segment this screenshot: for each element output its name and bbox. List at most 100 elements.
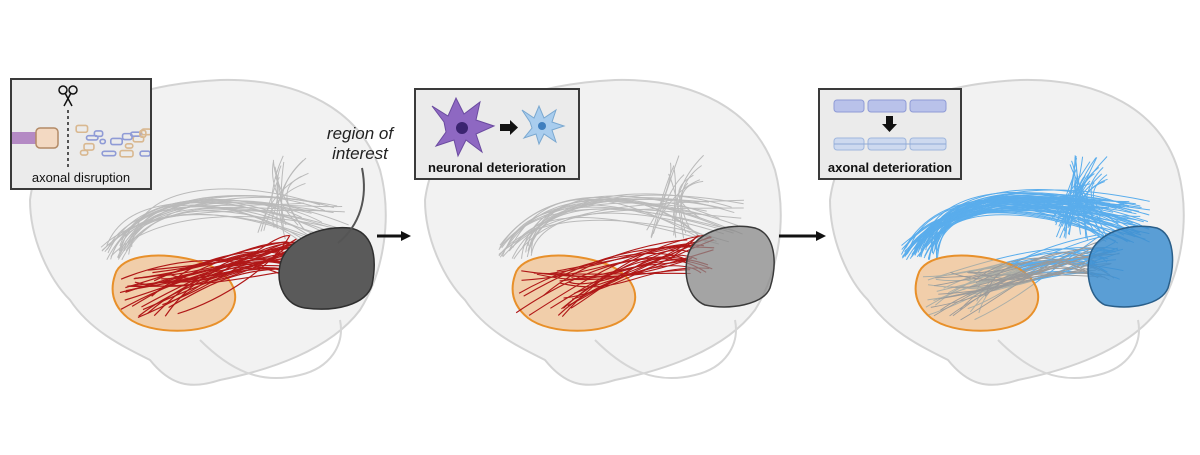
inset-label-axonal-deterioration: axonal deterioration (827, 160, 953, 175)
fiber-strand (101, 202, 323, 252)
inset-axonal-deterioration: axonal deterioration (818, 88, 962, 180)
fiber-strand (561, 234, 706, 317)
fiber-strand (506, 206, 734, 248)
axon-cut-illustration (12, 85, 150, 168)
fiber-strand (652, 155, 680, 234)
fiber-strand (650, 165, 675, 237)
fiber-strand (263, 182, 306, 231)
fiber-strand (257, 172, 309, 233)
fiber-strand (121, 200, 349, 261)
fiber-strand (518, 253, 691, 294)
healthy-neuron-icon (431, 96, 496, 158)
fiber-strand (512, 217, 720, 248)
fiber-strand (499, 197, 743, 246)
region-of-interest-dark (278, 226, 375, 310)
axon-cut-end (35, 127, 59, 149)
fiber-strand (570, 254, 698, 309)
deteriorated-region (685, 225, 775, 308)
fiber-strand (525, 202, 707, 253)
intact-axon-row (833, 99, 947, 113)
fiber-strand (949, 254, 1095, 317)
fiber-strand (117, 210, 340, 260)
fiber-strand (274, 166, 284, 230)
fiber-strand (110, 216, 338, 257)
inset-axonal-disruption: axonal disruption (10, 78, 152, 190)
fiber-strand (901, 198, 1140, 250)
fiber-strand (1075, 155, 1102, 233)
gray-fiber-bundle (498, 154, 744, 260)
blue-region (1087, 225, 1174, 308)
axon-fragment (129, 131, 142, 138)
fiber-strand (1068, 171, 1091, 236)
axon-fragment (85, 134, 99, 141)
fiber-strand (1092, 174, 1108, 216)
fiber-strand (125, 207, 345, 252)
fiber-strand (923, 192, 1119, 247)
fiber-strand (913, 206, 1144, 255)
fiber-strand (509, 198, 709, 250)
fiber-strand (526, 193, 732, 258)
axon-fragment (75, 124, 89, 134)
axon-fragment (109, 137, 124, 146)
scissors-icon (58, 85, 78, 107)
axon-fragment (79, 149, 89, 156)
fiber-strand (131, 188, 321, 248)
fiber-strand (906, 204, 1143, 255)
orange-region (914, 254, 1040, 332)
fiber-strand (933, 247, 1106, 287)
fiber-strand (681, 180, 704, 228)
fiber-strand (673, 182, 689, 236)
arrow-body (500, 124, 510, 131)
axon-fragment (83, 142, 95, 151)
axon-fragment (93, 130, 104, 138)
fiber-strand (521, 256, 709, 281)
fiber-strand (533, 272, 691, 275)
fiber-strand (659, 174, 685, 219)
fiber-strand (928, 199, 1150, 259)
arrow-head (510, 120, 518, 135)
fiber-strand (974, 257, 1091, 281)
fiber-strand (125, 240, 288, 289)
fiber-strand (101, 196, 334, 251)
fiber-strand (1053, 183, 1091, 219)
down-arrow-body (886, 116, 893, 124)
fiber-strand (106, 201, 343, 246)
fiber-strand (550, 242, 694, 274)
fiber-strand (1059, 178, 1108, 239)
axon-fragments (75, 124, 150, 158)
down-arrow-head (882, 124, 897, 132)
fiber-strand (938, 254, 1100, 295)
axon-fragment (99, 138, 107, 145)
fiber-strand (118, 213, 318, 252)
roi-pointer-line (337, 167, 365, 244)
deteriorated-axon-row (833, 137, 947, 151)
axon-fragment (139, 150, 150, 157)
fiber-strand (276, 165, 286, 240)
inset-label-axonal-disruption: axonal disruption (31, 170, 131, 185)
neuron-shrink-illustration (431, 96, 566, 158)
fiber-strand (117, 206, 345, 259)
fiber-strand (271, 155, 284, 228)
fiber-strand (126, 199, 348, 248)
fiber-strand (568, 234, 700, 285)
shrunken-neuron-icon (521, 104, 566, 146)
fiber-strand (1090, 182, 1108, 238)
roi-label-line-2: interest (332, 144, 388, 163)
fiber-strand (272, 176, 279, 216)
axon-fragment (119, 149, 134, 158)
fiber-strand (1075, 175, 1091, 222)
fiber-strand (915, 201, 1135, 252)
fiber-strand (940, 237, 1106, 311)
fiber-strand (672, 167, 677, 221)
red-fiber-bundle (515, 234, 715, 317)
axon-fragment (139, 129, 147, 138)
fiber-strand (1050, 161, 1091, 221)
axon-thinning-illustration (833, 99, 947, 151)
gray-fiber-bundle (100, 155, 349, 261)
fiber-strand (161, 241, 288, 280)
fiber-strand (935, 209, 1102, 260)
fiber-strand (177, 234, 291, 315)
region-of-interest-label: region of interest (300, 124, 420, 164)
